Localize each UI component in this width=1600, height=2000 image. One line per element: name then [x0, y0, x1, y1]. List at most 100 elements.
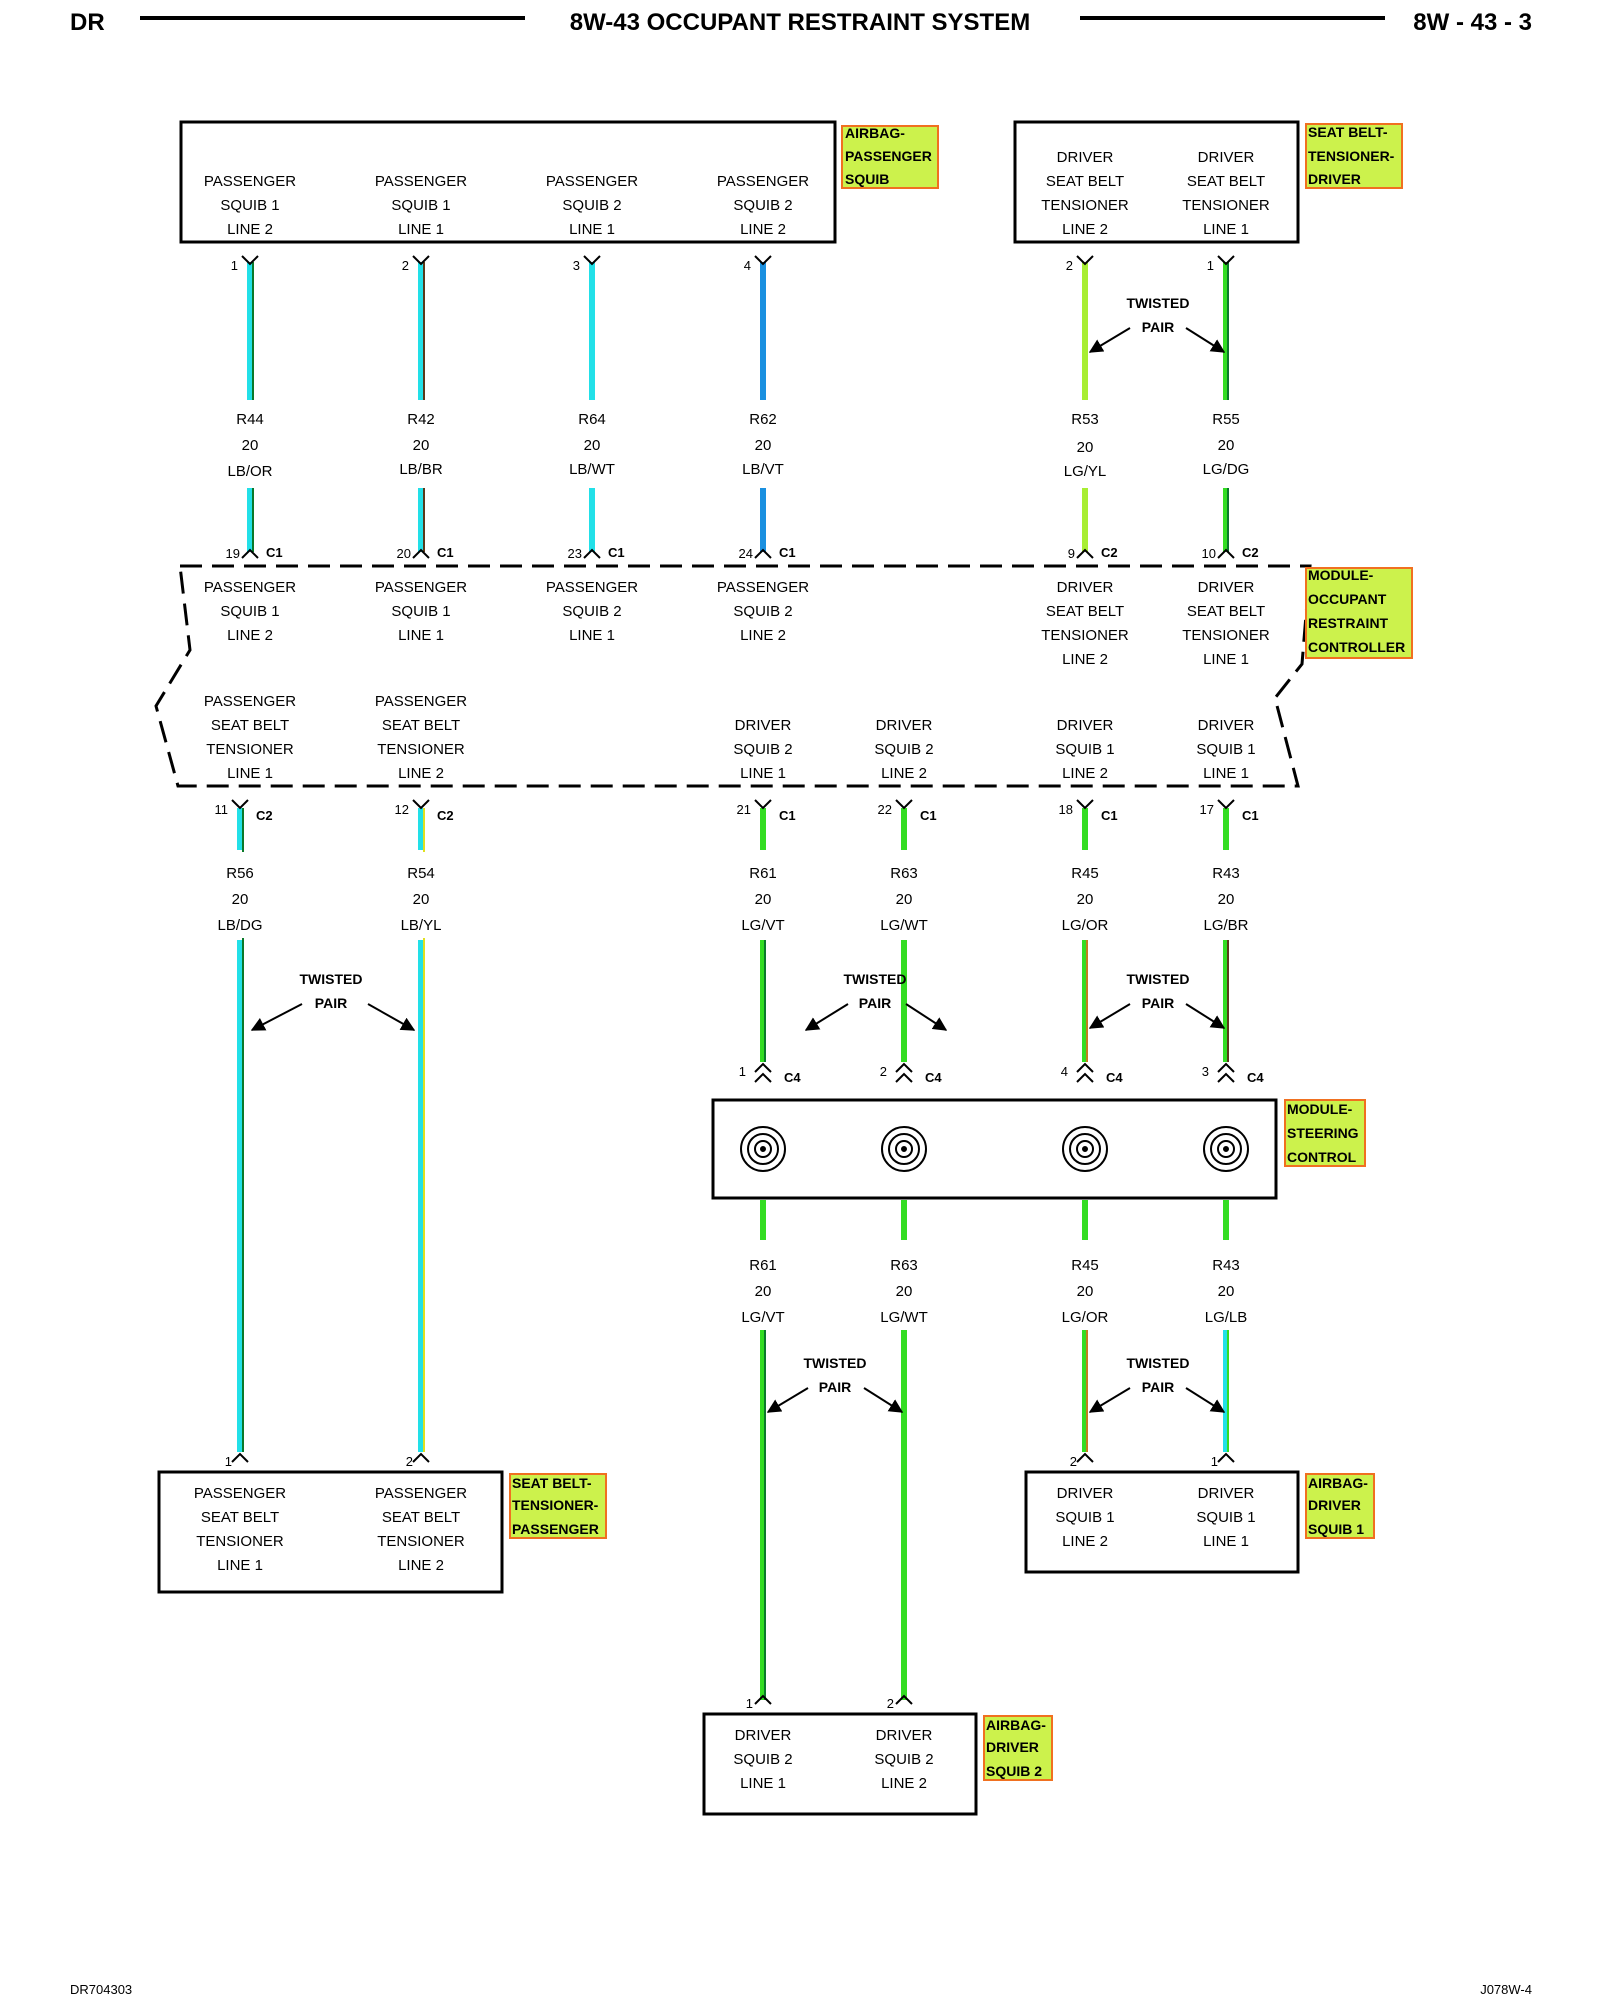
- wire-code: R45: [1071, 1257, 1099, 1274]
- wire-gauge: 20: [1218, 891, 1235, 908]
- wire-gauge: 20: [232, 891, 249, 908]
- wire-color: LG/YL: [1064, 463, 1107, 480]
- connector-id: C2: [1101, 545, 1118, 560]
- box-label: PASSENGER: [194, 1485, 286, 1502]
- page-title: 8W-43 OCCUPANT RESTRAINT SYSTEM: [570, 9, 1030, 36]
- passenger-tensioner-pins: [231, 1452, 430, 1463]
- wire-gauge: 20: [755, 891, 772, 908]
- box-label: SQUIB 2: [733, 741, 792, 758]
- wire-code: R55: [1212, 411, 1240, 428]
- box-label: SEAT BELT: [1046, 603, 1124, 620]
- pin-number: 4: [1061, 1064, 1068, 1079]
- box-label: DRIVER: [1198, 1485, 1255, 1502]
- connector-id: C1: [1242, 808, 1259, 823]
- tag-line: STEERING: [1287, 1125, 1359, 1141]
- box-label: PASSENGER: [204, 693, 296, 710]
- connector-id: C1: [608, 545, 625, 560]
- connector-id: C1: [437, 545, 454, 560]
- box-label: DRIVER: [735, 717, 792, 734]
- tag-seat-belt-tensioner-passenger: SEAT BELT- TENSIONER- PASSENGER: [509, 1473, 607, 1539]
- pin-number: 11: [215, 802, 229, 817]
- box-label: LINE 1: [1203, 765, 1249, 782]
- pin-number: 20: [397, 546, 411, 561]
- tag-line: DRIVER: [986, 1739, 1039, 1755]
- pin-number: 1: [225, 1454, 232, 1469]
- twisted-label: PAIR: [819, 1379, 851, 1395]
- box-label: TENSIONER: [1041, 627, 1129, 644]
- pin-number: 4: [744, 258, 751, 273]
- page-header: DR 8W-43 OCCUPANT RESTRAINT SYSTEM 8W - …: [70, 9, 1532, 36]
- box-label: LINE 1: [569, 221, 615, 238]
- driver-squib2-connector: DRIVER SQUIB 2 LINE 1 DRIVER SQUIB 2 LIN…: [702, 1712, 978, 1816]
- tag-line: AIRBAG-: [986, 1717, 1046, 1733]
- box-label: PASSENGER: [546, 579, 638, 596]
- wire-gauge: 20: [1077, 891, 1094, 908]
- box-label: LINE 1: [740, 765, 786, 782]
- c4-pins: [754, 1062, 1235, 1083]
- wire-color: LB/VT: [742, 461, 784, 478]
- wire-code: R53: [1071, 411, 1099, 428]
- box-label: LINE 1: [398, 221, 444, 238]
- box-label: SQUIB 1: [1055, 741, 1114, 758]
- twisted-pair-r53-r55: TWISTED PAIR: [1088, 295, 1226, 353]
- pin-number: 12: [395, 802, 409, 817]
- tag-line: CONTROLLER: [1308, 639, 1405, 655]
- box-label: SQUIB 1: [220, 197, 279, 214]
- wire-code: R64: [578, 411, 606, 428]
- pin-number: 3: [1202, 1064, 1209, 1079]
- tag-line: CONTROL: [1287, 1149, 1357, 1165]
- box-label: LINE 1: [569, 627, 615, 644]
- wire-color: LG/LB: [1205, 1309, 1248, 1326]
- box-label: DRIVER: [1198, 579, 1255, 596]
- driver-squib2-pins: [754, 1694, 913, 1705]
- driver-tensioner-connector: DRIVER SEAT BELT TENSIONER LINE 2 DRIVER…: [1013, 120, 1300, 244]
- box-label: PASSENGER: [717, 173, 809, 190]
- clockspring-icon: [1203, 1126, 1249, 1172]
- box-label: LINE 2: [740, 221, 786, 238]
- pin-number: 17: [1200, 802, 1214, 817]
- wire-color: LG/BR: [1203, 917, 1248, 934]
- tag-line: OCCUPANT: [1308, 591, 1387, 607]
- box-label: SQUIB 2: [733, 197, 792, 214]
- pin-number: 19: [226, 546, 240, 561]
- pin-number: 22: [878, 802, 892, 817]
- tag-line: SEAT BELT-: [512, 1475, 592, 1491]
- tag-line: SQUIB 2: [986, 1763, 1042, 1779]
- twisted-label: TWISTED: [1127, 295, 1190, 311]
- wire-code: R63: [890, 1257, 918, 1274]
- header-left: DR: [70, 9, 105, 36]
- twisted-label: PAIR: [1142, 1379, 1174, 1395]
- tag-module-orc: MODULE- OCCUPANT RESTRAINT CONTROLLER: [1305, 567, 1413, 659]
- twisted-pair-r45-r43-mid: TWISTED PAIR: [1088, 971, 1226, 1029]
- tag-airbag-driver-squib2: AIRBAG- DRIVER SQUIB 2: [983, 1715, 1053, 1781]
- box-label: DRIVER: [876, 1727, 933, 1744]
- box-label: LINE 2: [1062, 651, 1108, 668]
- box-label: DRIVER: [735, 1727, 792, 1744]
- box-label: PASSENGER: [204, 579, 296, 596]
- pin-number: 10: [1202, 546, 1216, 561]
- pin-number: 1: [1207, 258, 1214, 273]
- wire-gauge: 20: [896, 891, 913, 908]
- box-label: LINE 2: [227, 221, 273, 238]
- wire-color: LG/WT: [880, 917, 928, 934]
- pin-number: 2: [1070, 1454, 1077, 1469]
- box-label: LINE 2: [227, 627, 273, 644]
- box-label: TENSIONER: [206, 741, 294, 758]
- tag-line: SEAT BELT-: [1308, 124, 1388, 140]
- box-label: LINE 2: [1062, 1533, 1108, 1550]
- tag-airbag-driver-squib1: AIRBAG- DRIVER SQUIB 1: [1305, 1473, 1375, 1539]
- box-label: TENSIONER: [1182, 627, 1270, 644]
- box-label: LINE 2: [1062, 765, 1108, 782]
- box-label: SEAT BELT: [201, 1509, 279, 1526]
- top-box-pins: [241, 255, 1235, 266]
- tag-seat-belt-tensioner-driver: SEAT BELT- TENSIONER- DRIVER: [1305, 123, 1403, 189]
- connector-id: C1: [266, 545, 283, 560]
- top-wire-labels: R44 20 LB/OR R42 20 LB/BR R64 20 LB/WT R…: [220, 404, 1258, 486]
- wire-code: R62: [749, 411, 777, 428]
- wire-code: R61: [749, 1257, 777, 1274]
- box-label: TENSIONER: [196, 1533, 284, 1550]
- box-label: SQUIB 2: [874, 1751, 933, 1768]
- steering-control-module: [711, 1098, 1278, 1200]
- tag-line: AIRBAG-: [1308, 1475, 1368, 1491]
